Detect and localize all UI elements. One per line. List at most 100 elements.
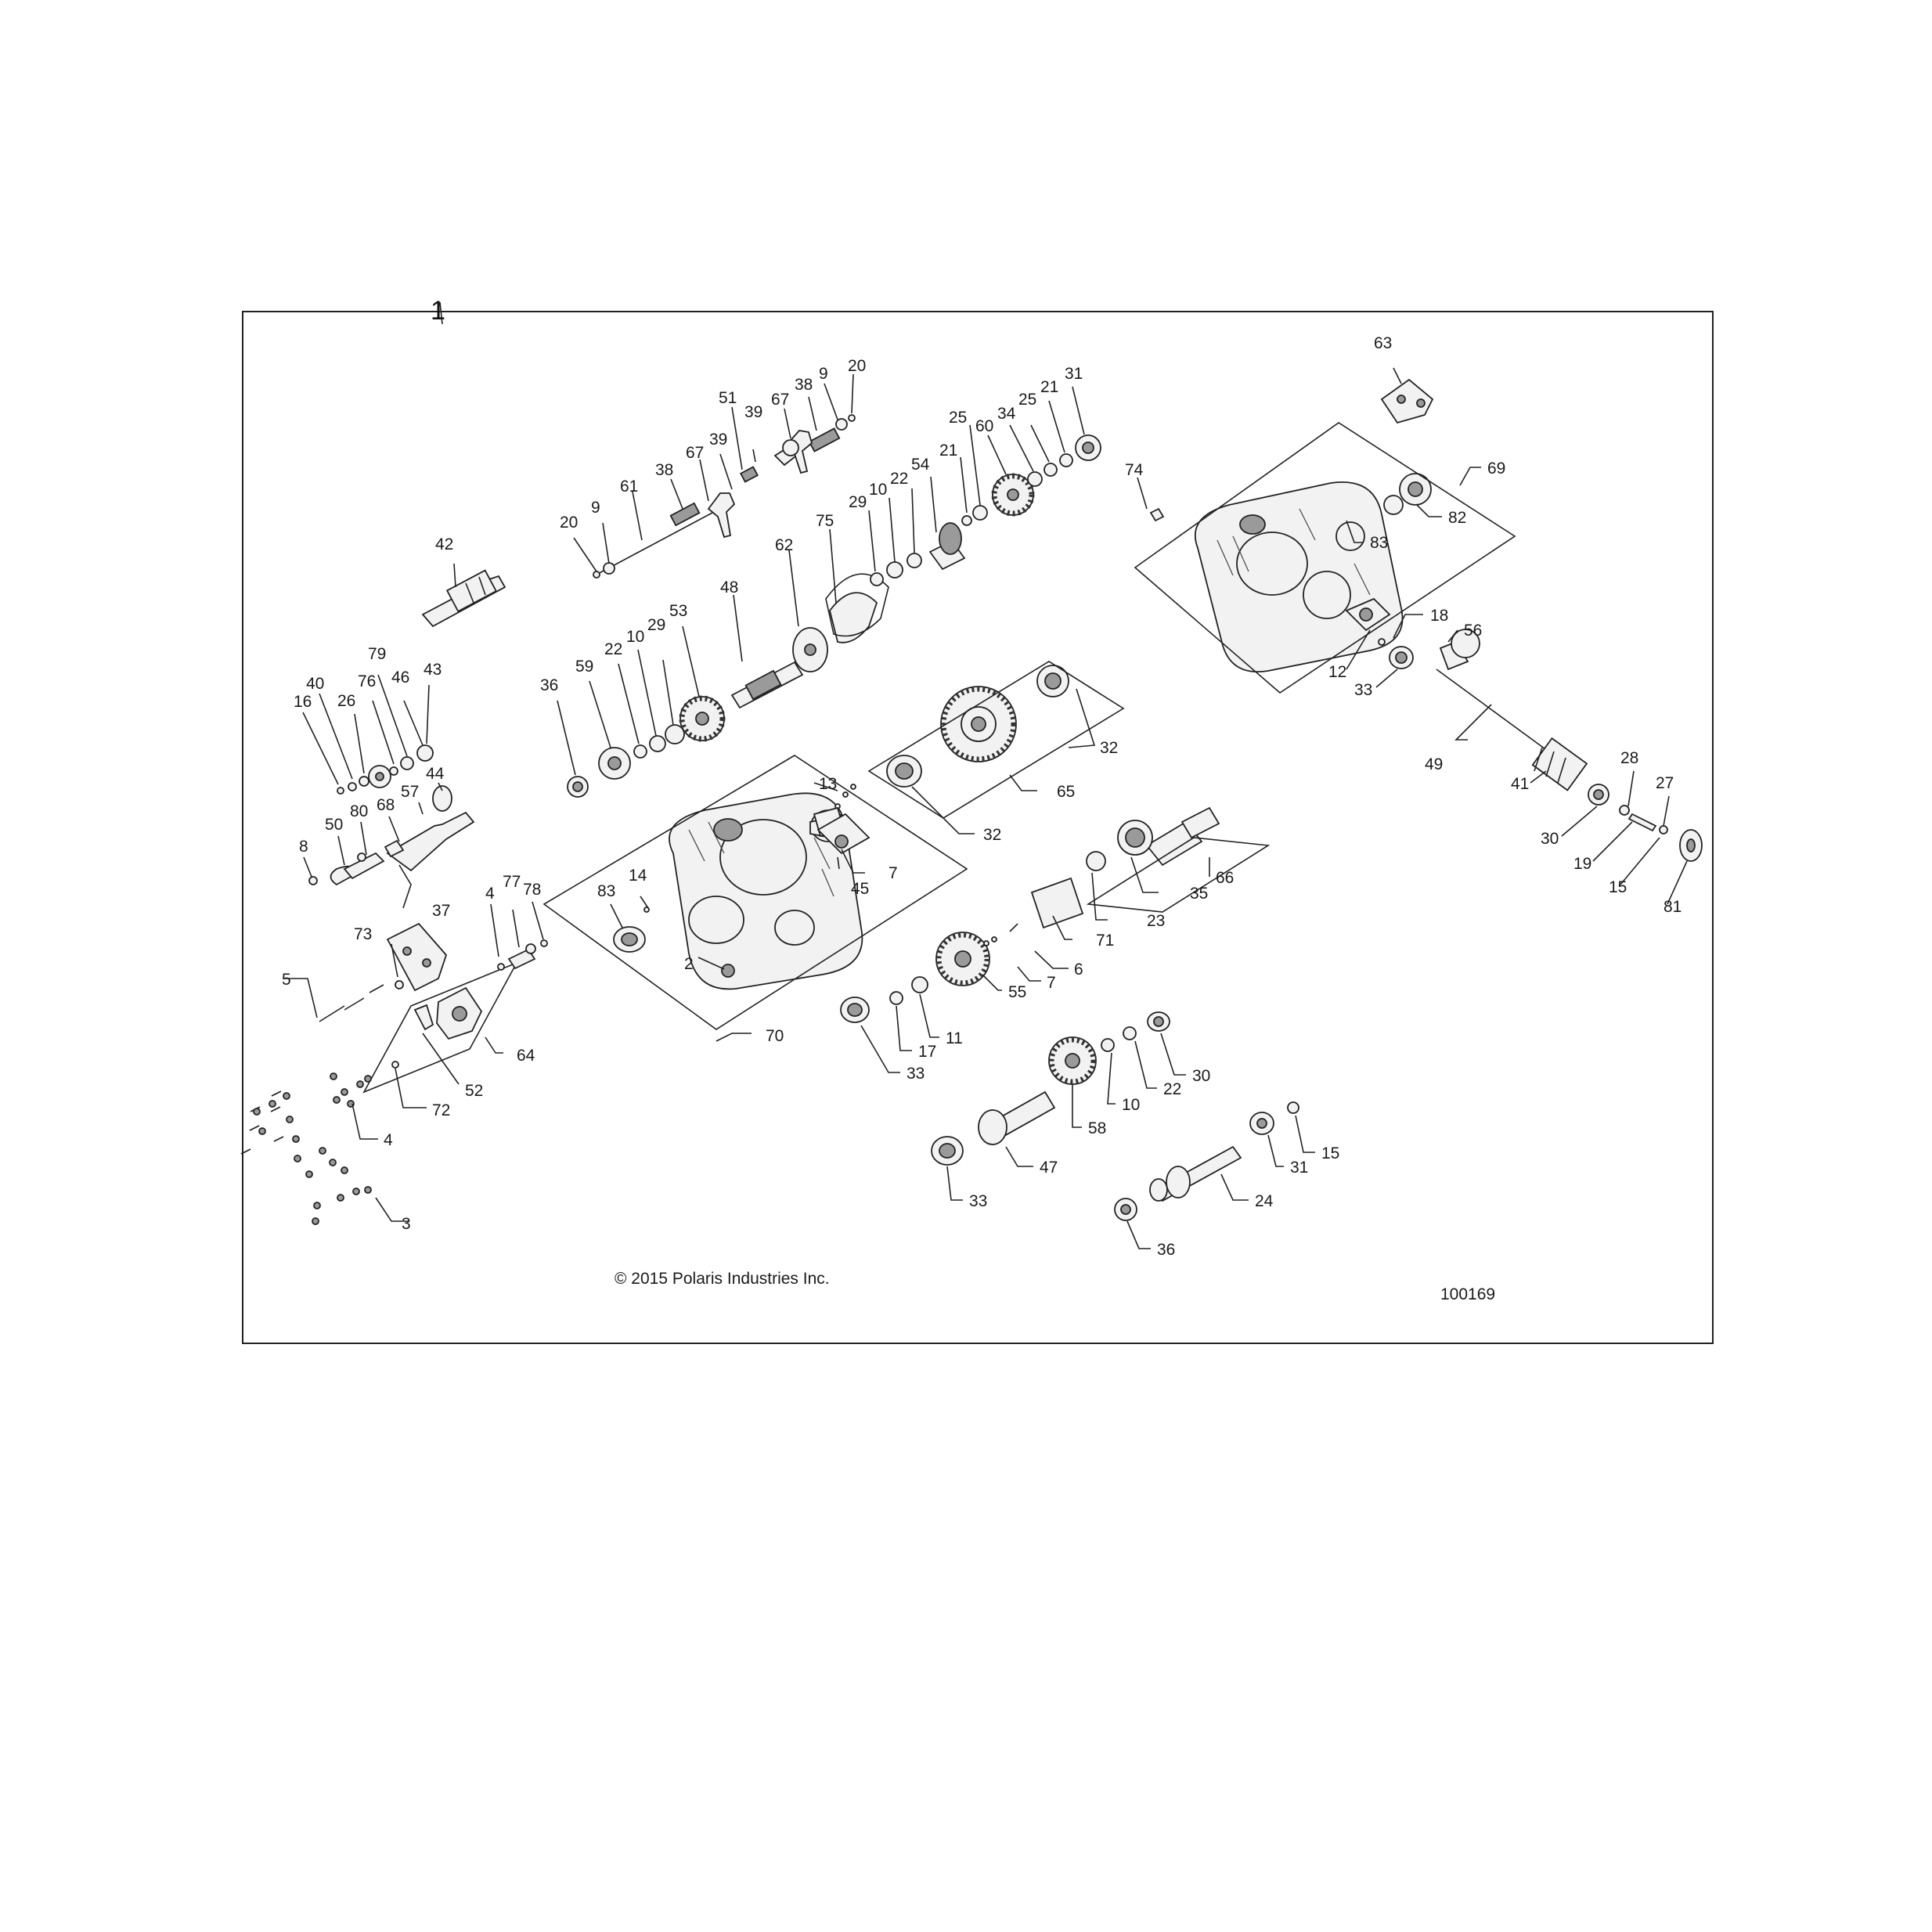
- callout-45: 45: [851, 880, 869, 898]
- callout-36: 36: [1157, 1241, 1175, 1259]
- callout-60: 60: [975, 417, 993, 435]
- transmission-case-left: [542, 755, 968, 1030]
- callout-33: 33: [1354, 681, 1372, 699]
- callout-63: 63: [1374, 334, 1392, 352]
- callout-34: 34: [997, 405, 1016, 423]
- callout-31: 31: [1065, 365, 1083, 383]
- transmission-case-right: [1134, 422, 1516, 694]
- callout-30: 30: [1192, 1067, 1210, 1085]
- callout-77: 77: [503, 873, 521, 891]
- callout-35: 35: [1190, 885, 1208, 903]
- callout-64: 64: [517, 1047, 535, 1065]
- callout-21: 21: [1040, 378, 1058, 396]
- input-shaft-group: [567, 573, 889, 798]
- callout-32: 32: [1100, 739, 1118, 757]
- callout-10: 10: [1122, 1096, 1140, 1114]
- callout-43: 43: [424, 661, 442, 679]
- callout-54: 54: [911, 456, 930, 474]
- callout-38: 38: [795, 376, 813, 394]
- callout-10: 10: [869, 481, 887, 499]
- callout-27: 27: [1656, 774, 1674, 792]
- bracket-73: [319, 922, 448, 1022]
- callout-14: 14: [629, 867, 647, 885]
- callout-79: 79: [368, 645, 386, 663]
- callout-53: 53: [669, 602, 687, 620]
- shift-linkage-parts: [308, 744, 475, 886]
- callout-33: 33: [907, 1065, 925, 1083]
- callout-42: 42: [435, 535, 453, 553]
- callout-80: 80: [350, 802, 368, 820]
- callout-16: 16: [294, 693, 312, 711]
- callout-17: 17: [918, 1043, 936, 1061]
- callout-76: 76: [358, 672, 376, 690]
- callout-69: 69: [1487, 460, 1505, 478]
- countershaft-gears: [840, 923, 1018, 1023]
- callout-15: 15: [1609, 878, 1627, 896]
- callout-18: 18: [1430, 607, 1448, 625]
- callout-81: 81: [1663, 898, 1681, 916]
- callout-28: 28: [1620, 749, 1638, 767]
- callout-4: 4: [485, 885, 495, 903]
- callout-4: 4: [384, 1131, 393, 1149]
- callout-48: 48: [720, 579, 738, 597]
- callout-13: 13: [819, 775, 837, 793]
- callout-75: 75: [816, 512, 834, 530]
- callout-78: 78: [523, 881, 541, 899]
- callout-10: 10: [626, 628, 644, 646]
- callout-72: 72: [432, 1101, 450, 1119]
- vent-fitting: [497, 939, 548, 971]
- callout-24: 24: [1255, 1192, 1274, 1210]
- callout-3: 3: [402, 1215, 411, 1233]
- callout-41: 41: [1511, 775, 1529, 793]
- diagram-frame: [242, 311, 1714, 1344]
- callout-52: 52: [465, 1082, 483, 1100]
- shift-fork-group: [593, 414, 856, 579]
- bolt-set: [240, 1072, 372, 1225]
- gear-group-58: [1048, 1011, 1170, 1085]
- callout-23: 23: [1147, 912, 1165, 930]
- callout-50: 50: [325, 816, 343, 834]
- shaft-47: [931, 1090, 1056, 1166]
- output-shaft-upper-group: [870, 434, 1101, 586]
- callout-38: 38: [655, 461, 673, 479]
- callout-51: 51: [719, 389, 737, 407]
- callout-2: 2: [684, 955, 694, 973]
- callout-58: 58: [1088, 1119, 1106, 1137]
- callout-56: 56: [1464, 622, 1482, 640]
- callout-labels: 20 9 61 38 67 39 51 39 67 38 9 20 42 75 …: [282, 334, 1681, 1259]
- callout-22: 22: [890, 470, 908, 488]
- callout-32: 32: [983, 826, 1001, 844]
- callout-9: 9: [591, 499, 600, 517]
- callout-83: 83: [597, 882, 615, 900]
- callout-73: 73: [354, 925, 372, 943]
- callout-67: 67: [686, 444, 704, 462]
- shift-drum: [421, 569, 506, 628]
- callout-25: 25: [1018, 391, 1036, 409]
- callout-33: 33: [969, 1192, 987, 1210]
- callout-49: 49: [1425, 755, 1443, 773]
- callout-7: 7: [1047, 974, 1056, 992]
- callout-47: 47: [1040, 1159, 1058, 1177]
- callout-11: 11: [946, 1029, 963, 1047]
- shaft-24: [1114, 1101, 1299, 1221]
- callout-83: 83: [1370, 534, 1388, 552]
- callout-20: 20: [848, 357, 866, 375]
- callout-22: 22: [604, 640, 622, 658]
- callout-40: 40: [306, 675, 324, 693]
- callout-74: 74: [1125, 461, 1144, 479]
- gear-position-sensor: [362, 961, 518, 1094]
- callout-9: 9: [819, 365, 828, 383]
- callout-19: 19: [1573, 855, 1591, 873]
- callout-55: 55: [1008, 983, 1026, 1001]
- callout-20: 20: [560, 514, 578, 532]
- callout-21: 21: [939, 442, 957, 460]
- callout-26: 26: [337, 692, 355, 710]
- callout-8: 8: [299, 838, 308, 856]
- callout-30: 30: [1541, 830, 1559, 848]
- figure-id: 100169: [1440, 1285, 1495, 1303]
- callout-62: 62: [775, 536, 793, 554]
- callout-25: 25: [949, 409, 967, 427]
- callout-15: 15: [1321, 1144, 1339, 1162]
- callout-39: 39: [709, 431, 727, 449]
- callout-68: 68: [377, 796, 395, 814]
